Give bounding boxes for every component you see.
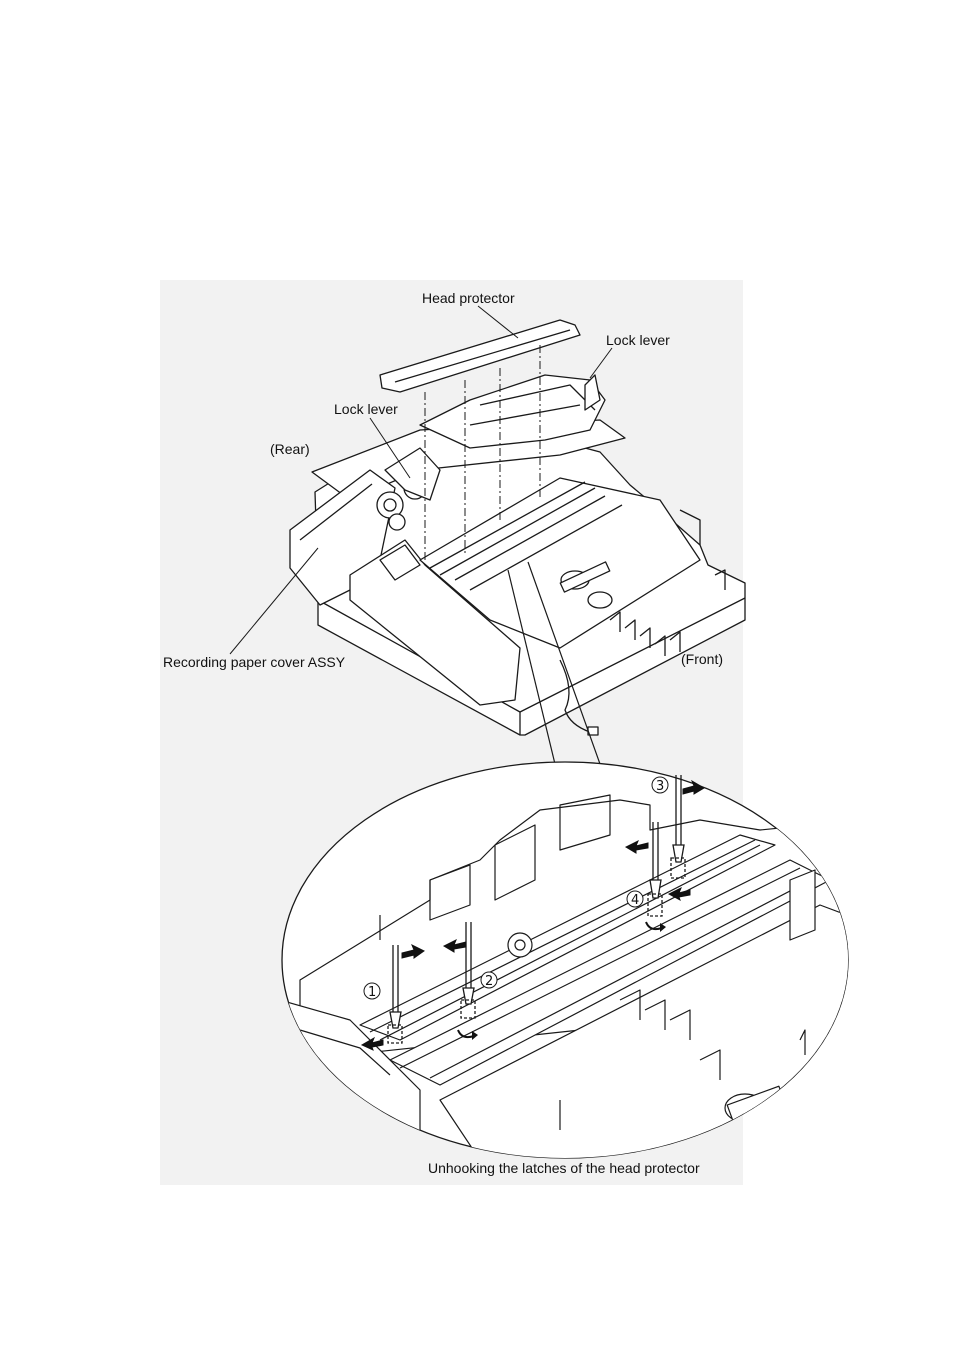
front-panel: [349, 539, 521, 706]
interior-frame: [419, 477, 701, 649]
label-head-protector: Head protector: [422, 290, 515, 306]
step-number-1: 1: [368, 985, 376, 1000]
step-marker-1: [363, 982, 381, 1000]
step-marker-4: [626, 890, 644, 908]
arrow-left-latch-3: [667, 886, 691, 902]
arrow-left-2: [442, 938, 467, 953]
right-ribs: [609, 611, 681, 656]
head-protector: [379, 319, 581, 393]
upper-cover: [419, 374, 606, 449]
label-rear: (Rear): [270, 441, 310, 457]
step-markers: [363, 776, 669, 1000]
magnification-cone: [507, 561, 601, 765]
screwdrivers: [387, 775, 686, 1044]
leader-lines: [229, 305, 613, 655]
step-marker-3: [651, 776, 669, 794]
screwdriver-3: [670, 775, 686, 879]
movement-arrows: [360, 779, 705, 1051]
screwdriver-2: [460, 922, 476, 1019]
label-recording-paper-cover-assy: Recording paper cover ASSY: [163, 654, 346, 670]
arrow-right-3: [682, 779, 705, 795]
rollers: [559, 561, 613, 609]
lock-lever-right-part: [584, 374, 601, 411]
screwdriver-1: [387, 945, 403, 1044]
label-lock-lever-right: Lock lever: [606, 332, 670, 348]
fax-machine-illustration: [289, 319, 746, 736]
arrow-right-1: [401, 943, 425, 959]
screwdriver-4: [647, 822, 663, 917]
step-marker-2: [480, 971, 498, 989]
step-number-3: 3: [656, 779, 664, 794]
cable: [559, 659, 591, 733]
label-front: (Front): [681, 651, 723, 667]
figure-caption: Unhooking the latches of the head protec…: [428, 1160, 700, 1176]
label-lock-lever-left: Lock lever: [334, 401, 398, 417]
arrow-left-4: [624, 839, 649, 854]
step-number-2: 2: [485, 974, 493, 989]
arrow-left-latch-1: [360, 1036, 384, 1051]
alignment-lines: [424, 345, 541, 560]
step-number-4: 4: [631, 893, 639, 908]
